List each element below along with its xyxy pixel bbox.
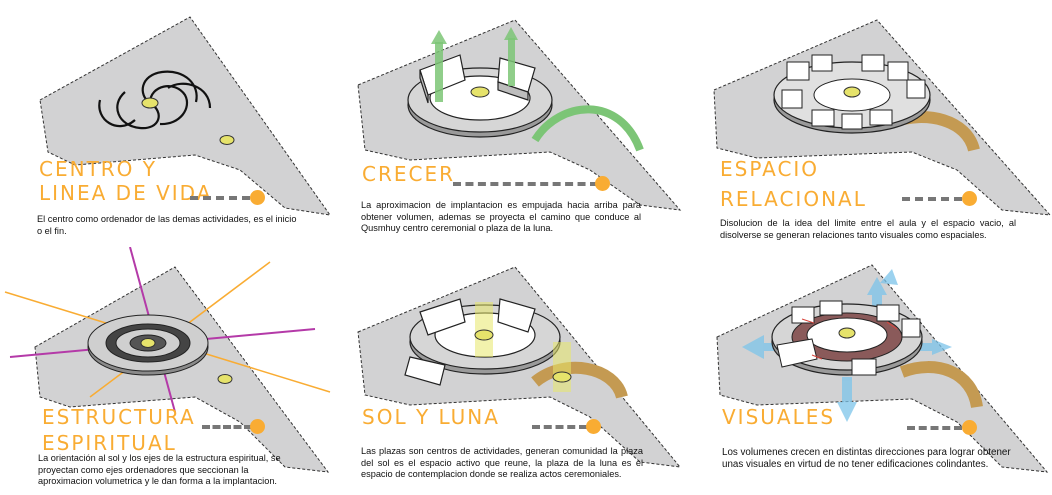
panel-title: ESPACIO RELACIONAL: [720, 157, 867, 211]
site-plan-diagram: [357, 266, 682, 468]
panel-title: VISUALES: [722, 405, 836, 429]
volumes: [404, 298, 536, 386]
accent-dot: [962, 191, 977, 206]
path-arc: [531, 361, 628, 400]
panel-description: La aproximacion de implantacion es empuj…: [361, 200, 641, 233]
fragmented-volumes: [781, 54, 926, 130]
leader-line: [190, 196, 250, 204]
panel-description: El centro como ordenador de las demas ac…: [37, 214, 297, 236]
accent-dot: [962, 420, 977, 435]
panel-visuales: VISUALES Los volumenes crecen en distint…: [702, 247, 1052, 494]
volumes: [776, 300, 921, 376]
center-plaza: [141, 97, 159, 109]
site-plan-diagram: [713, 19, 1052, 216]
panel-espacio-relacional: ESPACIO RELACIONAL Disolucion de la idea…: [702, 0, 1052, 247]
volumes: [419, 54, 536, 104]
leader-line: [202, 425, 252, 433]
panel-description: Los volumenes crecen en distintas direcc…: [722, 447, 1011, 470]
panel-title: SOL Y LUNA: [362, 405, 500, 429]
moon-column: [553, 342, 571, 392]
spiral-lines: [98, 70, 212, 130]
accent-dot: [595, 176, 610, 191]
site-plan-diagram: [357, 19, 682, 211]
panel-estructura-espiritual: ESTRUCTURA ESPIRITUAL La orientación al …: [0, 247, 350, 494]
leader-line: [902, 197, 962, 205]
panel-title: CRECER: [362, 162, 455, 186]
moon-plaza: [219, 135, 235, 145]
leader-line: [453, 182, 598, 190]
panel-description: Las plazas son centros de actividades, g…: [361, 446, 643, 479]
circulation-arrows: [801, 318, 898, 360]
accent-dot: [250, 419, 265, 434]
panel-description: Disolucion de la idea del limite entre e…: [720, 218, 1016, 240]
panel-sol-y-luna: SOL Y LUNA Las plazas son centros de act…: [350, 247, 700, 494]
path-arc: [899, 361, 983, 409]
panel-description: La orientación al sol y los ejes de la e…: [38, 453, 281, 486]
path-arc: [531, 105, 644, 152]
panel-centro: CENTRO Y LINEA DE VIDA El centro como or…: [0, 0, 350, 247]
site-plan-diagram: [39, 16, 332, 216]
leader-line: [907, 426, 962, 434]
accent-dot: [250, 190, 265, 205]
panel-crecer: CRECER La aproximacion de implantacion e…: [350, 0, 700, 247]
accent-dot: [586, 419, 601, 434]
leader-line: [532, 425, 587, 433]
panel-title: CENTRO Y LINEA DE VIDA: [39, 157, 213, 205]
panel-title: ESTRUCTURA ESPIRITUAL: [42, 405, 196, 455]
growth-arrows: [431, 27, 518, 102]
